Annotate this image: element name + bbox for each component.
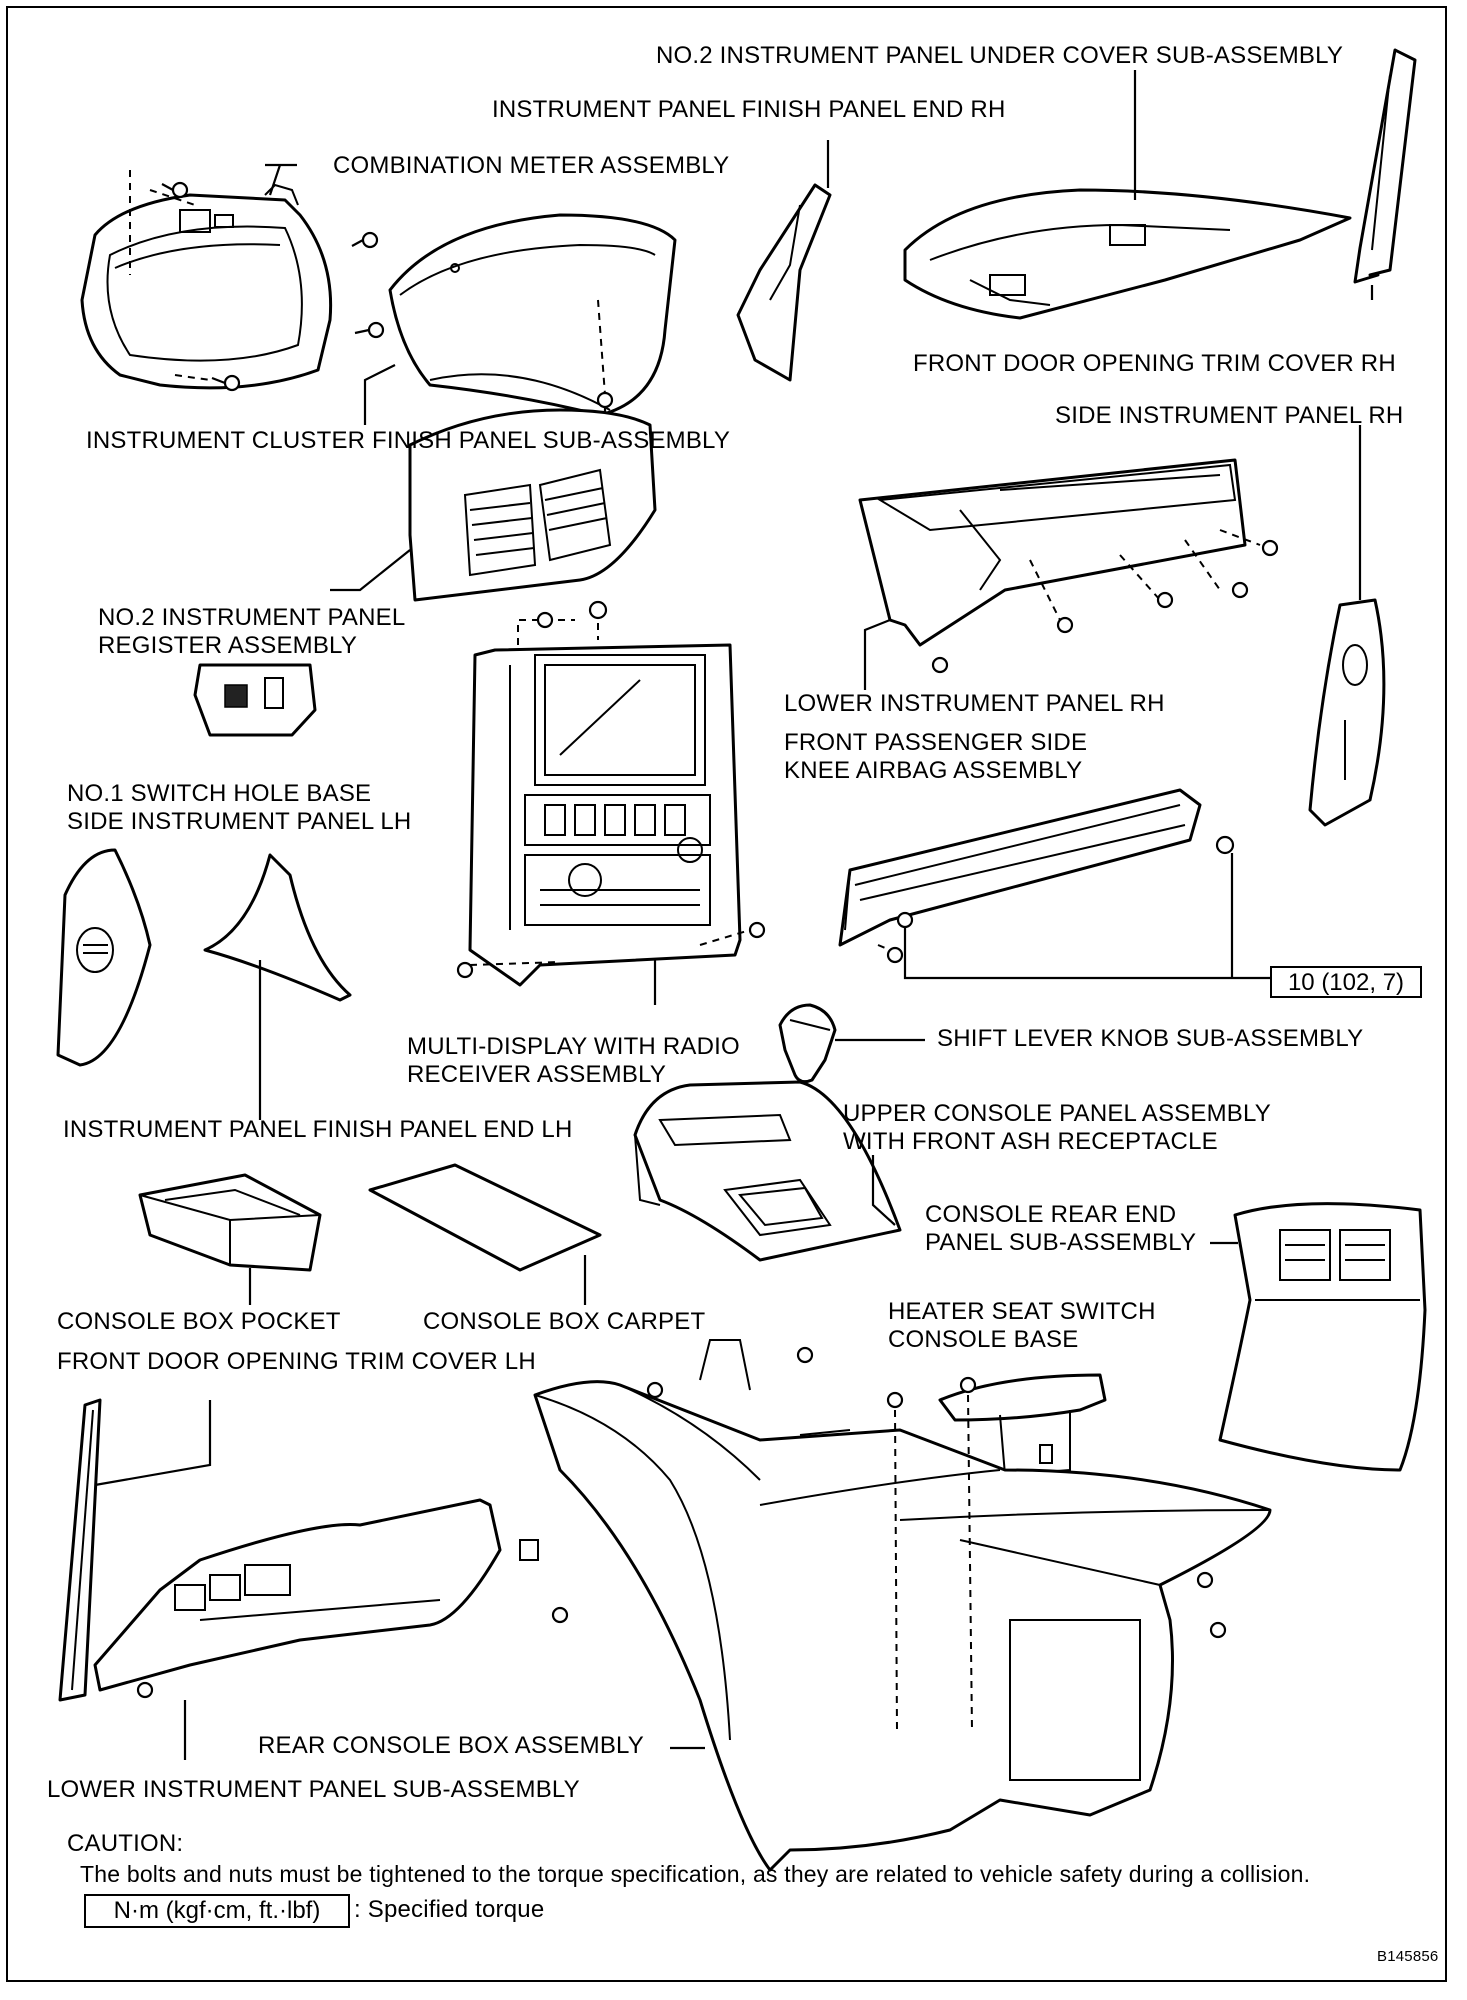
bolt bbox=[161, 181, 189, 199]
combination-meter-part bbox=[80, 183, 333, 390]
side-panel-rh-part bbox=[1308, 598, 1386, 827]
bolt bbox=[886, 946, 904, 964]
label-upper-console-2: WITH FRONT ASH RECEPTACLE bbox=[843, 1128, 1218, 1155]
no2-under-cover-part bbox=[903, 188, 1352, 320]
bolt bbox=[896, 911, 914, 929]
label-box-pocket: CONSOLE BOX POCKET bbox=[57, 1308, 341, 1335]
label-lower-panel-sub: LOWER INSTRUMENT PANEL SUB-ASSEMBLY bbox=[47, 1776, 580, 1803]
label-combination-meter: COMBINATION METER ASSEMBLY bbox=[333, 152, 730, 179]
console-rear-end-part bbox=[1218, 1202, 1427, 1472]
bolt bbox=[211, 374, 241, 392]
label-side-panel-lh: SIDE INSTRUMENT PANEL LH bbox=[67, 808, 412, 835]
bolt bbox=[456, 961, 474, 979]
bolt bbox=[536, 611, 554, 629]
label-lower-panel-rh: LOWER INSTRUMENT PANEL RH bbox=[784, 690, 1165, 717]
finish-panel-end-lh-part bbox=[203, 853, 352, 1002]
label-knee-airbag-2: KNEE AIRBAG ASSEMBLY bbox=[784, 757, 1083, 784]
bolt bbox=[1156, 591, 1174, 609]
label-side-panel-rh: SIDE INSTRUMENT PANEL RH bbox=[1055, 402, 1404, 429]
label-rear-console-box: REAR CONSOLE BOX ASSEMBLY bbox=[258, 1732, 645, 1759]
knee-airbag-part bbox=[838, 788, 1202, 947]
label-cluster-finish: INSTRUMENT CLUSTER FINISH PANEL SUB-ASSE… bbox=[86, 427, 731, 454]
side-panel-lh-part bbox=[56, 848, 152, 1067]
bolt bbox=[351, 231, 379, 249]
label-switch-base: NO.1 SWITCH HOLE BASE bbox=[67, 780, 372, 807]
rear-console-box-part bbox=[533, 1339, 1272, 1872]
front-door-trim-lh-part bbox=[58, 1398, 102, 1702]
torque-unit-desc: : Specified torque bbox=[354, 1896, 545, 1923]
caution-title: CAUTION: bbox=[67, 1830, 184, 1857]
label-finish-end-rh: INSTRUMENT PANEL FINISH PANEL END RH bbox=[492, 96, 1006, 123]
bolt bbox=[551, 1606, 569, 1624]
multi-display-part bbox=[468, 643, 742, 987]
bolt bbox=[588, 600, 608, 620]
switch-hole-base-part bbox=[193, 663, 317, 737]
label-rear-end-1: CONSOLE REAR END bbox=[925, 1201, 1177, 1228]
heater-switch-base-part bbox=[938, 1373, 1107, 1477]
label-multi-display-1: MULTI-DISPLAY WITH RADIO bbox=[407, 1033, 740, 1060]
front-door-trim-rh-part bbox=[1353, 48, 1417, 284]
lower-panel-rh-part bbox=[858, 458, 1247, 647]
bolt bbox=[1261, 539, 1279, 557]
label-no2-under-cover: NO.2 INSTRUMENT PANEL UNDER COVER SUB-AS… bbox=[656, 42, 1344, 69]
lower-panel-sub-part bbox=[93, 1498, 539, 1692]
torque-unit-box: N·m (kgf·cm, ft.·lbf) bbox=[84, 1894, 350, 1928]
bolt bbox=[1215, 835, 1235, 855]
label-knee-airbag-1: FRONT PASSENGER SIDE bbox=[784, 729, 1088, 756]
torque-value-box: 10 (102, 7) bbox=[1270, 966, 1422, 998]
console-box-carpet-part bbox=[368, 1163, 602, 1272]
bolt bbox=[646, 1381, 664, 1399]
label-front-door-trim-rh: FRONT DOOR OPENING TRIM COVER RH bbox=[913, 350, 1396, 377]
label-heater-2: CONSOLE BASE bbox=[888, 1326, 1079, 1353]
label-box-carpet: CONSOLE BOX CARPET bbox=[423, 1308, 706, 1335]
bolt bbox=[354, 321, 385, 339]
cluster-finish-panel-part bbox=[388, 213, 677, 417]
upper-console-panel-part bbox=[633, 1080, 902, 1262]
label-shift-knob: SHIFT LEVER KNOB SUB-ASSEMBLY bbox=[937, 1025, 1364, 1052]
bolt bbox=[1056, 616, 1074, 634]
bolt bbox=[959, 1376, 977, 1394]
bolt bbox=[796, 1346, 814, 1364]
register-assembly-part bbox=[408, 408, 657, 602]
console-box-pocket-part bbox=[138, 1173, 322, 1272]
bolt bbox=[1209, 1621, 1227, 1639]
label-register-1: NO.2 INSTRUMENT PANEL bbox=[98, 604, 406, 631]
caution-text: The bolts and nuts must be tightened to … bbox=[80, 1861, 1311, 1887]
bolt bbox=[136, 1681, 154, 1699]
bolt bbox=[1196, 1571, 1214, 1589]
bolt bbox=[931, 656, 949, 674]
label-finish-end-lh: INSTRUMENT PANEL FINISH PANEL END LH bbox=[63, 1116, 573, 1143]
label-multi-display-2: RECEIVER ASSEMBLY bbox=[407, 1061, 667, 1088]
label-front-door-trim-lh: FRONT DOOR OPENING TRIM COVER LH bbox=[57, 1348, 536, 1375]
label-upper-console-1: UPPER CONSOLE PANEL ASSEMBLY bbox=[843, 1100, 1271, 1127]
label-register-2: REGISTER ASSEMBLY bbox=[98, 632, 358, 659]
bolt bbox=[886, 1391, 904, 1409]
bolt bbox=[748, 921, 766, 939]
finish-panel-end-rh-part bbox=[736, 183, 832, 382]
label-heater-1: HEATER SEAT SWITCH bbox=[888, 1298, 1156, 1325]
figure-id: B145856 bbox=[1377, 1948, 1439, 1965]
shift-knob-part bbox=[778, 1003, 837, 1084]
label-rear-end-2: PANEL SUB-ASSEMBLY bbox=[925, 1229, 1197, 1256]
bolt bbox=[1231, 581, 1249, 599]
